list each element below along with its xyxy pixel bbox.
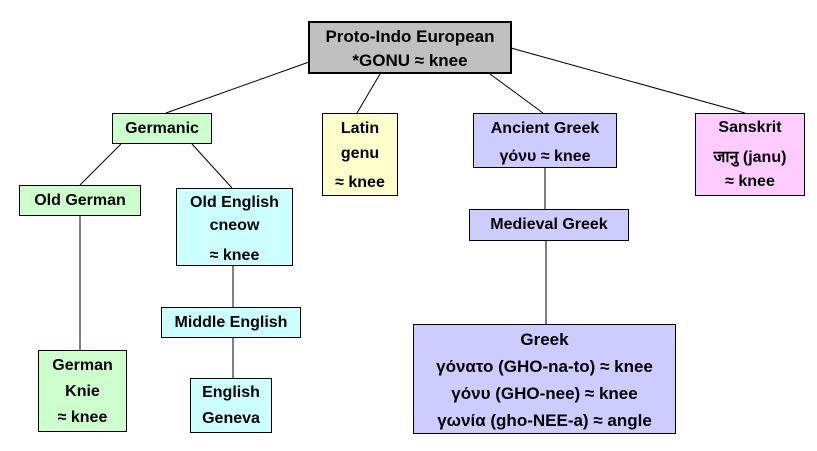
node-germanic: Germanic	[112, 113, 212, 144]
node-word-gonato: γόνατο (GHO-na-to) ≈ knee	[436, 357, 653, 376]
edge-pie-latin	[356, 73, 381, 114]
node-sanskrit: Sanskrit जानु (janu) ≈ knee	[695, 113, 805, 196]
node-title: Middle English	[174, 313, 288, 331]
node-english-geneva: English Geneva	[190, 378, 272, 433]
node-title: Old German	[34, 191, 126, 209]
node-middle-english: Middle English	[161, 307, 301, 338]
edge-germanic-old-english	[191, 143, 233, 189]
node-word-gonia: γωνία (gho-NEE-a) ≈ angle	[437, 411, 652, 430]
node-meaning: ≈ knee	[725, 173, 775, 190]
node-old-english: Old English cneow ≈ knee	[176, 188, 293, 266]
node-greek: Greek γόνατο (GHO-na-to) ≈ knee γόνυ (GH…	[413, 324, 676, 434]
node-title: Proto-Indo European	[325, 27, 495, 46]
node-title: German	[52, 357, 113, 374]
node-word: γόνυ ≈ knee	[499, 148, 591, 165]
node-meaning: ≈ knee	[335, 174, 385, 191]
node-old-german: Old German	[19, 185, 141, 216]
node-title: Medieval Greek	[490, 216, 608, 233]
node-word-gonu: γόνυ (GHO-nee) ≈ knee	[451, 384, 638, 403]
node-word: cneow	[209, 217, 260, 234]
edge-pie-ancient-greek	[489, 73, 544, 114]
node-proto-indo-european: Proto-Indo European *GONU ≈ knee	[308, 21, 512, 74]
node-german: German Knie ≈ knee	[38, 350, 127, 432]
node-ancient-greek: Ancient Greek γόνυ ≈ knee	[473, 113, 617, 168]
node-title: Latin	[340, 120, 380, 137]
edge-pie-sanskrit	[510, 47, 746, 114]
node-title: Germanic	[125, 119, 199, 137]
node-word: Geneva	[202, 410, 260, 427]
node-title: Greek	[520, 330, 569, 349]
node-meaning: ≈ knee	[57, 409, 108, 426]
node-word: Knie	[65, 383, 100, 400]
node-title: Old English	[190, 194, 279, 211]
node-word: *GONU ≈ knee	[352, 51, 468, 70]
node-meaning: ≈ knee	[209, 247, 260, 264]
node-latin: Latin genu ≈ knee	[322, 113, 398, 196]
edge-pie-germanic	[165, 61, 310, 114]
node-title: Ancient Greek	[490, 120, 600, 137]
node-word: जानु (janu)	[713, 149, 787, 166]
node-medieval-greek: Medieval Greek	[469, 209, 629, 241]
node-word: genu	[340, 145, 380, 162]
edge-germanic-old-german	[79, 143, 122, 186]
node-title: English	[202, 384, 260, 401]
node-title: Sanskrit	[718, 119, 782, 136]
